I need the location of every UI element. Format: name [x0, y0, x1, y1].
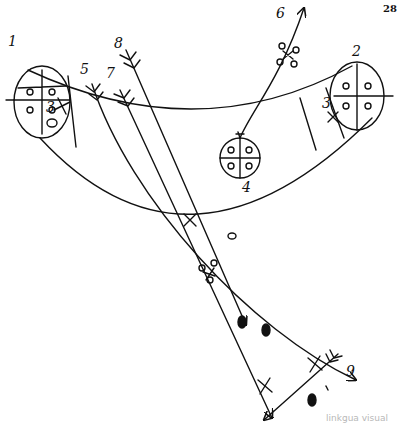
callout-number: 9 [346, 364, 355, 378]
callout-number: 2 [352, 44, 361, 58]
callout-number: 7 [106, 66, 115, 80]
callout-number: 8 [114, 36, 123, 50]
callout-number: 3 [46, 100, 55, 114]
page-number: 28 [383, 4, 397, 14]
callout-number: 5 [80, 62, 89, 76]
callout-number: 3 [322, 96, 331, 110]
watermark: linkgua visual [326, 414, 388, 423]
callout-number: 4 [242, 180, 251, 194]
callout-number: 6 [276, 6, 285, 20]
callout-number: 1 [8, 34, 17, 48]
